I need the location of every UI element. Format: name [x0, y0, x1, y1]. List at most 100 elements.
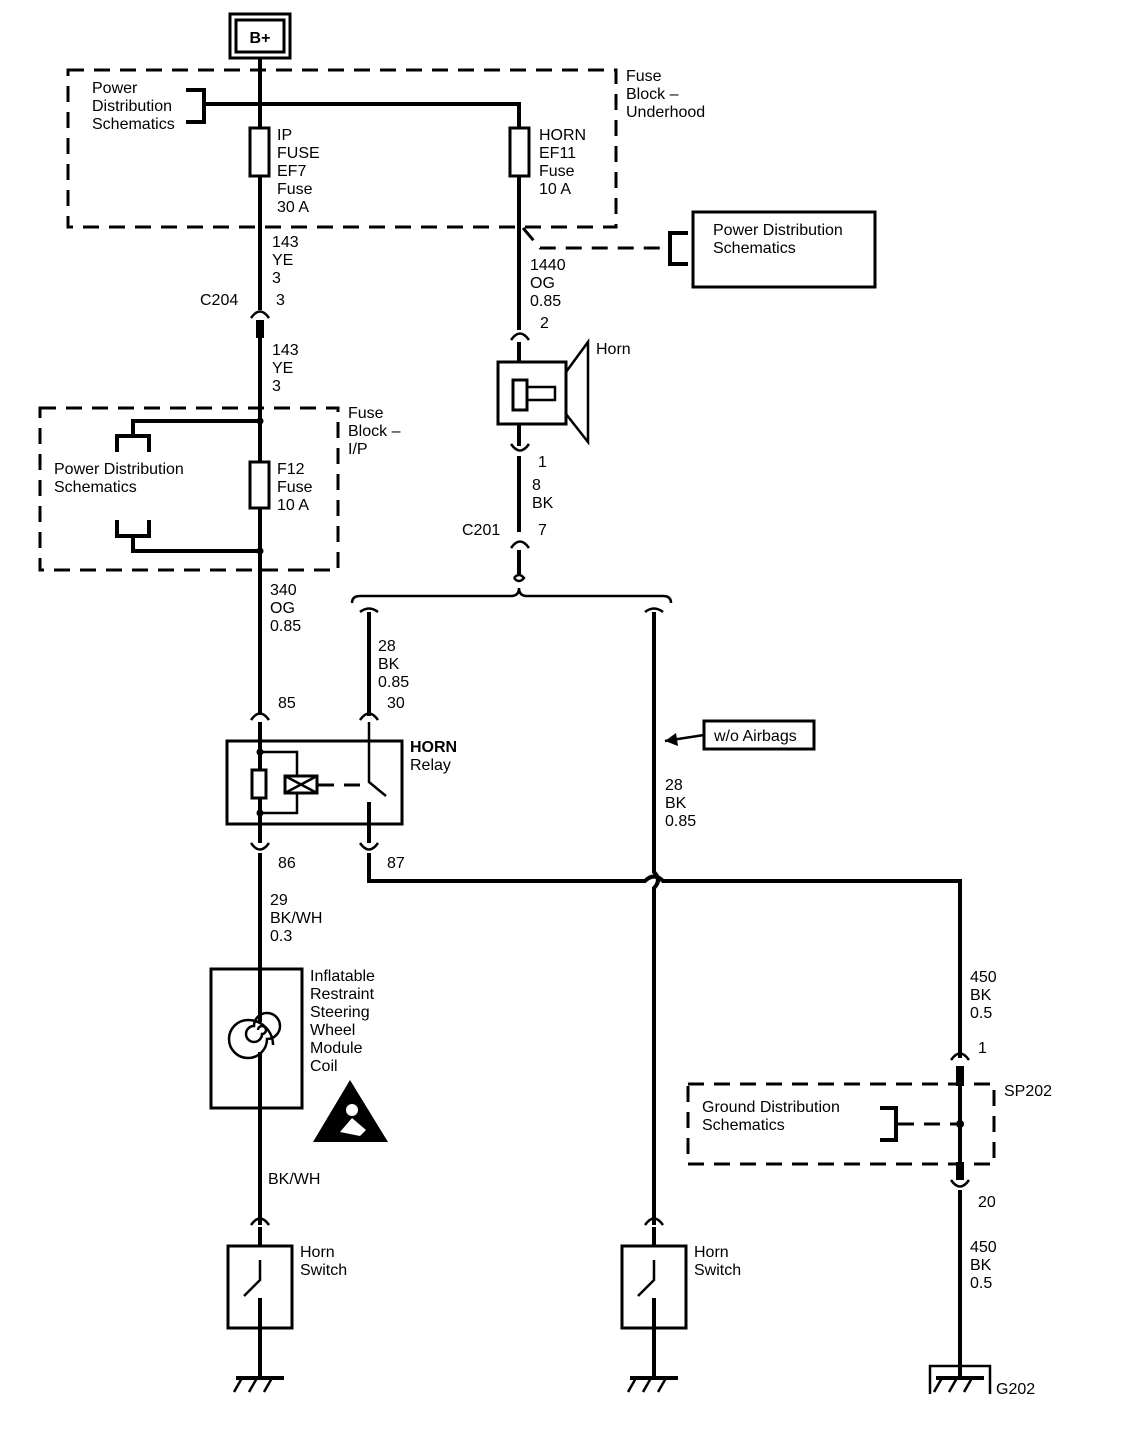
battery-label: B+	[250, 30, 271, 47]
fuse-block-ip-label: Fuse Block – I/P	[348, 405, 401, 458]
label-line: 29	[270, 892, 288, 909]
label-line: Switch	[300, 1262, 347, 1279]
label-line: 143	[272, 234, 299, 251]
sp202-label: SP202	[1004, 1083, 1052, 1100]
label-line: Ground Distribution	[702, 1099, 840, 1116]
wire-ip-tap-top	[131, 419, 260, 436]
relay-pin-85: 85	[278, 695, 296, 712]
fuse-block-underhood-boundary	[66, 68, 618, 229]
label-line: 0.85	[530, 293, 561, 310]
label-line: Horn	[694, 1244, 729, 1261]
c204-label: C204	[200, 292, 238, 309]
label-line: F12	[277, 461, 305, 478]
fuse-block-ip-boundary	[38, 406, 340, 572]
label-line: YE	[272, 360, 293, 377]
power-distribution-ref-2-box	[691, 210, 877, 289]
connector-c204: C204 3	[200, 292, 285, 338]
steering-wheel-coil: Inflatable Restraint Steering Wheel Modu…	[209, 967, 375, 1110]
fuse-ef11-label: HORN EF11 Fuse 10 A	[539, 127, 586, 198]
ground-symbol-2	[626, 1376, 678, 1393]
label-line: BK	[665, 795, 687, 812]
label-line: Switch	[694, 1262, 741, 1279]
label-line: Coil	[310, 1058, 338, 1075]
label-line: 1440	[530, 257, 566, 274]
label-line: Block –	[348, 423, 401, 440]
wire-1440-label: 1440 OG 0.85	[530, 257, 566, 310]
label-line: Schematics	[713, 240, 796, 257]
sp202-pin-top: 1	[978, 1040, 987, 1057]
bracket	[115, 520, 151, 538]
fuse-block-underhood-label: Fuse Block – Underhood	[626, 68, 705, 121]
label-line: Distribution	[92, 98, 172, 115]
wire-28-wo-airbags	[652, 612, 660, 1225]
horn-relay: 85 30 HORN Relay 86 87	[225, 695, 457, 872]
wo-airbags-box	[702, 719, 816, 751]
label-line: Schematics	[54, 479, 137, 496]
label-line: 0.85	[270, 618, 301, 635]
label-line: 0.85	[665, 813, 696, 830]
label-line: 143	[272, 342, 299, 359]
label-line: Fuse	[539, 163, 575, 180]
splice-sp202: 1 Ground Distribution Schematics SP202 2…	[686, 1040, 1052, 1211]
relay-pin-30: 30	[387, 695, 405, 712]
label-line: Inflatable	[310, 968, 375, 985]
label-line: Fuse	[626, 68, 662, 85]
label-line: 0.85	[378, 674, 409, 691]
label-line: Wheel	[310, 1022, 355, 1039]
label-line: Underhood	[626, 104, 705, 121]
wire-340-label: 340 OG 0.85	[270, 582, 301, 635]
coil-spiral-icon	[227, 1011, 282, 1060]
wire-143-label-upper: 143 YE 3	[272, 234, 299, 287]
label-line: Power Distribution	[54, 461, 184, 478]
bracket	[115, 434, 151, 452]
horn-pin-top: 2	[540, 315, 549, 332]
horn-component: 2 Horn 1	[496, 315, 631, 471]
wire-8-label: 8 BK	[532, 477, 554, 512]
airbag-warning-icon	[313, 1080, 388, 1142]
relay-pin-87: 87	[387, 855, 405, 872]
label-line: Fuse	[348, 405, 384, 422]
label-line: BK	[532, 495, 554, 512]
fuse-f12	[248, 460, 271, 510]
wo-airbags-label: w/o Airbags	[713, 728, 797, 745]
label-line: Power	[92, 80, 138, 97]
relay-label-line: HORN	[410, 739, 457, 756]
horn-pin-bottom: 1	[538, 454, 547, 471]
label-line: 0.3	[270, 928, 292, 945]
label-line: BK	[970, 987, 992, 1004]
label-line: OG	[530, 275, 555, 292]
label-line: Restraint	[310, 986, 375, 1003]
wire-ip-tap-bottom	[131, 536, 260, 553]
connector-top	[359, 607, 379, 614]
label-line: 450	[970, 969, 997, 986]
label-line: BK	[378, 656, 400, 673]
label-line: Block –	[626, 86, 679, 103]
sp202-pin-bottom: 20	[978, 1194, 996, 1211]
wire-143-label-lower: 143 YE 3	[272, 342, 299, 395]
label-line: 28	[665, 777, 683, 794]
label-line: HORN	[539, 127, 586, 144]
connector-top	[644, 607, 664, 614]
wire-28-label-a: 28 BK 0.85	[378, 638, 409, 691]
label-line: 0.5	[970, 1005, 992, 1022]
horn-switch-1: Horn Switch	[226, 1217, 347, 1378]
label-line: FUSE	[277, 145, 320, 162]
splice-bracket	[350, 587, 673, 604]
fuse-ef11	[508, 126, 531, 178]
wire-29-label: 29 BK/WH 0.3	[270, 892, 322, 945]
fuse-ef7-label: IP FUSE EF7 Fuse 30 A	[277, 127, 320, 216]
label-line: 8	[532, 477, 541, 494]
label-line: BK	[970, 1257, 992, 1274]
label-line: I/P	[348, 441, 368, 458]
horn-switch-2: Horn Switch	[620, 1217, 741, 1378]
arrow-head	[665, 733, 678, 746]
label-line: 340	[270, 582, 297, 599]
wire-bk-wh-label: BK/WH	[268, 1171, 320, 1188]
relay-label-line: Relay	[410, 757, 451, 774]
relay-pin-86: 86	[278, 855, 296, 872]
label-line: Power Distribution	[713, 222, 843, 239]
label-line: Schematics	[92, 116, 175, 133]
c204-pin: 3	[276, 292, 285, 309]
label-line: Module	[310, 1040, 363, 1057]
